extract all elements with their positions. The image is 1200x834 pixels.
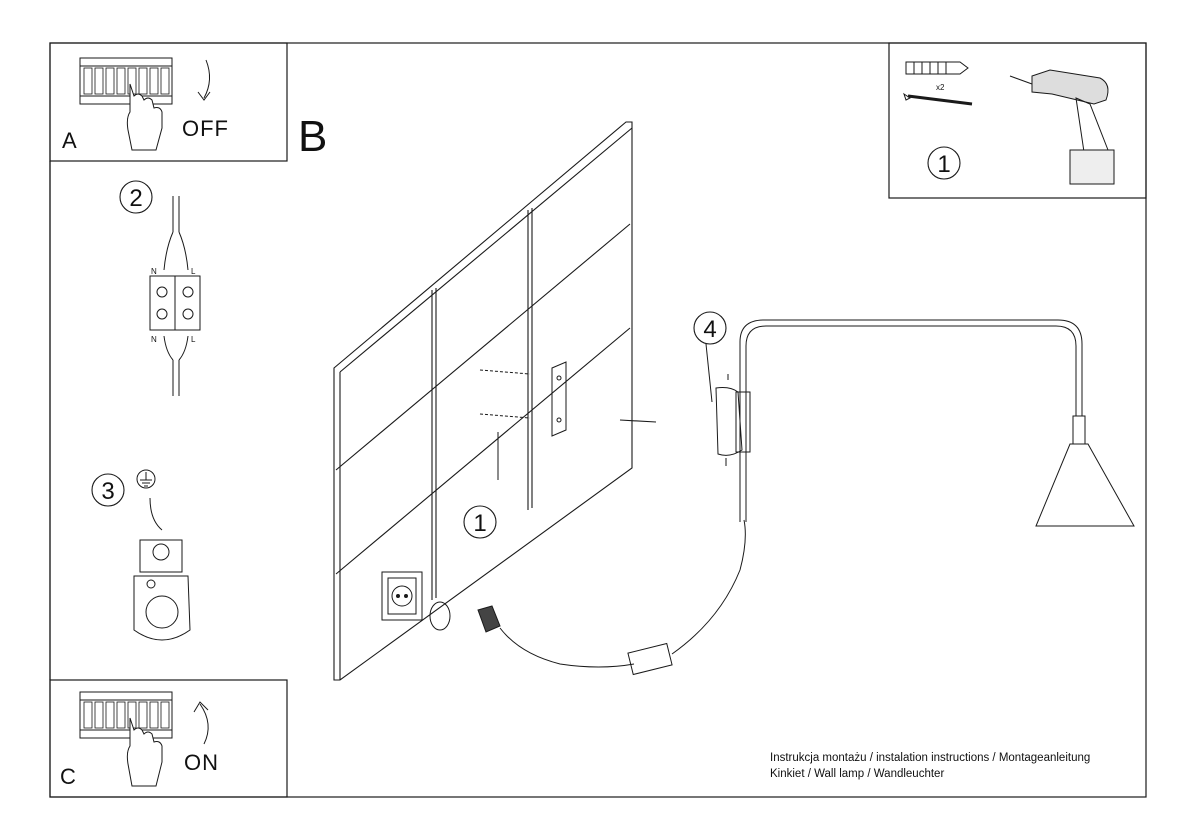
step-2-number: 2 (129, 185, 142, 212)
wall-step-1-number: 1 (473, 510, 486, 537)
panel-a-action: OFF (182, 116, 229, 141)
step-2-circle (119, 180, 153, 214)
wiring-terminal-illustration (149, 196, 201, 396)
tools-box (888, 42, 1147, 199)
panel-a-letter: A (62, 128, 77, 153)
wire-label-l-bottom: L (191, 335, 196, 344)
anchors-illustration (903, 61, 973, 106)
drill-illustration (1009, 69, 1115, 185)
step-3-number: 3 (101, 478, 114, 505)
panel-c-letter: C (60, 764, 76, 789)
breaker-on-illustration (79, 691, 209, 787)
breaker-off-illustration (79, 57, 211, 151)
wall-step-1-circle (463, 505, 497, 539)
mounting-bracket (479, 361, 567, 480)
step-3-circle (91, 473, 125, 507)
panel-a-box (49, 42, 288, 162)
tools-step-1-number: 1 (937, 151, 950, 178)
wire-label-n-top: N (151, 267, 157, 276)
anchor-quantity: x2 (936, 83, 945, 92)
wire-label-l-top: L (191, 267, 196, 276)
wire-label-n-bottom: N (151, 335, 157, 344)
ground-symbol-icon (136, 469, 156, 489)
footer-line-2: Kinkiet / Wall lamp / Wandleuchter (770, 768, 945, 780)
footer-caption: Instrukcja montażu / instalation instruc… (770, 750, 1090, 782)
panel-c-box (49, 679, 288, 798)
tools-step-1-circle (927, 146, 961, 180)
plug-and-cord (429, 519, 746, 676)
lamp-step-4-circle (693, 311, 727, 345)
lamp-step-4-number: 4 (703, 316, 716, 343)
footer-line-1: Instrukcja montażu / instalation instruc… (770, 752, 1091, 764)
wall-lamp (705, 319, 1135, 527)
wall-socket (381, 571, 423, 621)
wall-panel-grid (333, 121, 657, 681)
panel-c-action: ON (184, 750, 219, 775)
panel-b-letter: B (298, 112, 328, 161)
ground-terminal-illustration (133, 469, 191, 641)
